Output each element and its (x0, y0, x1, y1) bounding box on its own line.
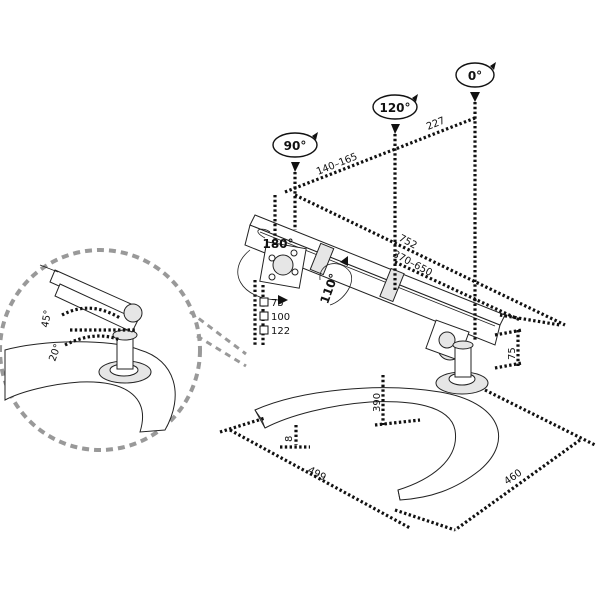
vesa-checkbox-75 (259, 297, 269, 307)
vesa-option-75: 75 (271, 298, 284, 309)
vesa-option-122: 122 (271, 326, 290, 337)
dimension-lines (219, 102, 596, 532)
detail-callout: 45° 20° (0, 248, 247, 452)
vesa-checkbox-100 (259, 311, 269, 321)
rotation-120-icon: 120° (372, 94, 418, 120)
vesa-options: 75 100 122 (259, 297, 290, 337)
dim-752-label: 752 (397, 233, 419, 252)
dim-390-label: 390 (372, 393, 383, 412)
dim-460-label: 460 (502, 467, 524, 487)
rotation-180-label: 180° (262, 237, 293, 251)
rotation-120-label: 120° (379, 101, 410, 115)
dim-8-label: 8 (284, 436, 295, 442)
vesa-checkbox-122 (259, 325, 269, 335)
tilt-up-angle-label: 45° (40, 309, 54, 328)
rotation-0-label: 0° (468, 69, 482, 83)
dim-75-label: 75 (507, 347, 518, 360)
vesa-option-100: 100 (271, 312, 290, 323)
crossbar-assembly (244, 214, 506, 378)
rotation-110-label: 110° (317, 272, 341, 306)
rotation-90-icon: 90° (272, 132, 318, 158)
rotation-90-label: 90° (284, 139, 307, 153)
rotation-0-icon: 0° (455, 62, 496, 88)
down-arrows (291, 92, 480, 172)
